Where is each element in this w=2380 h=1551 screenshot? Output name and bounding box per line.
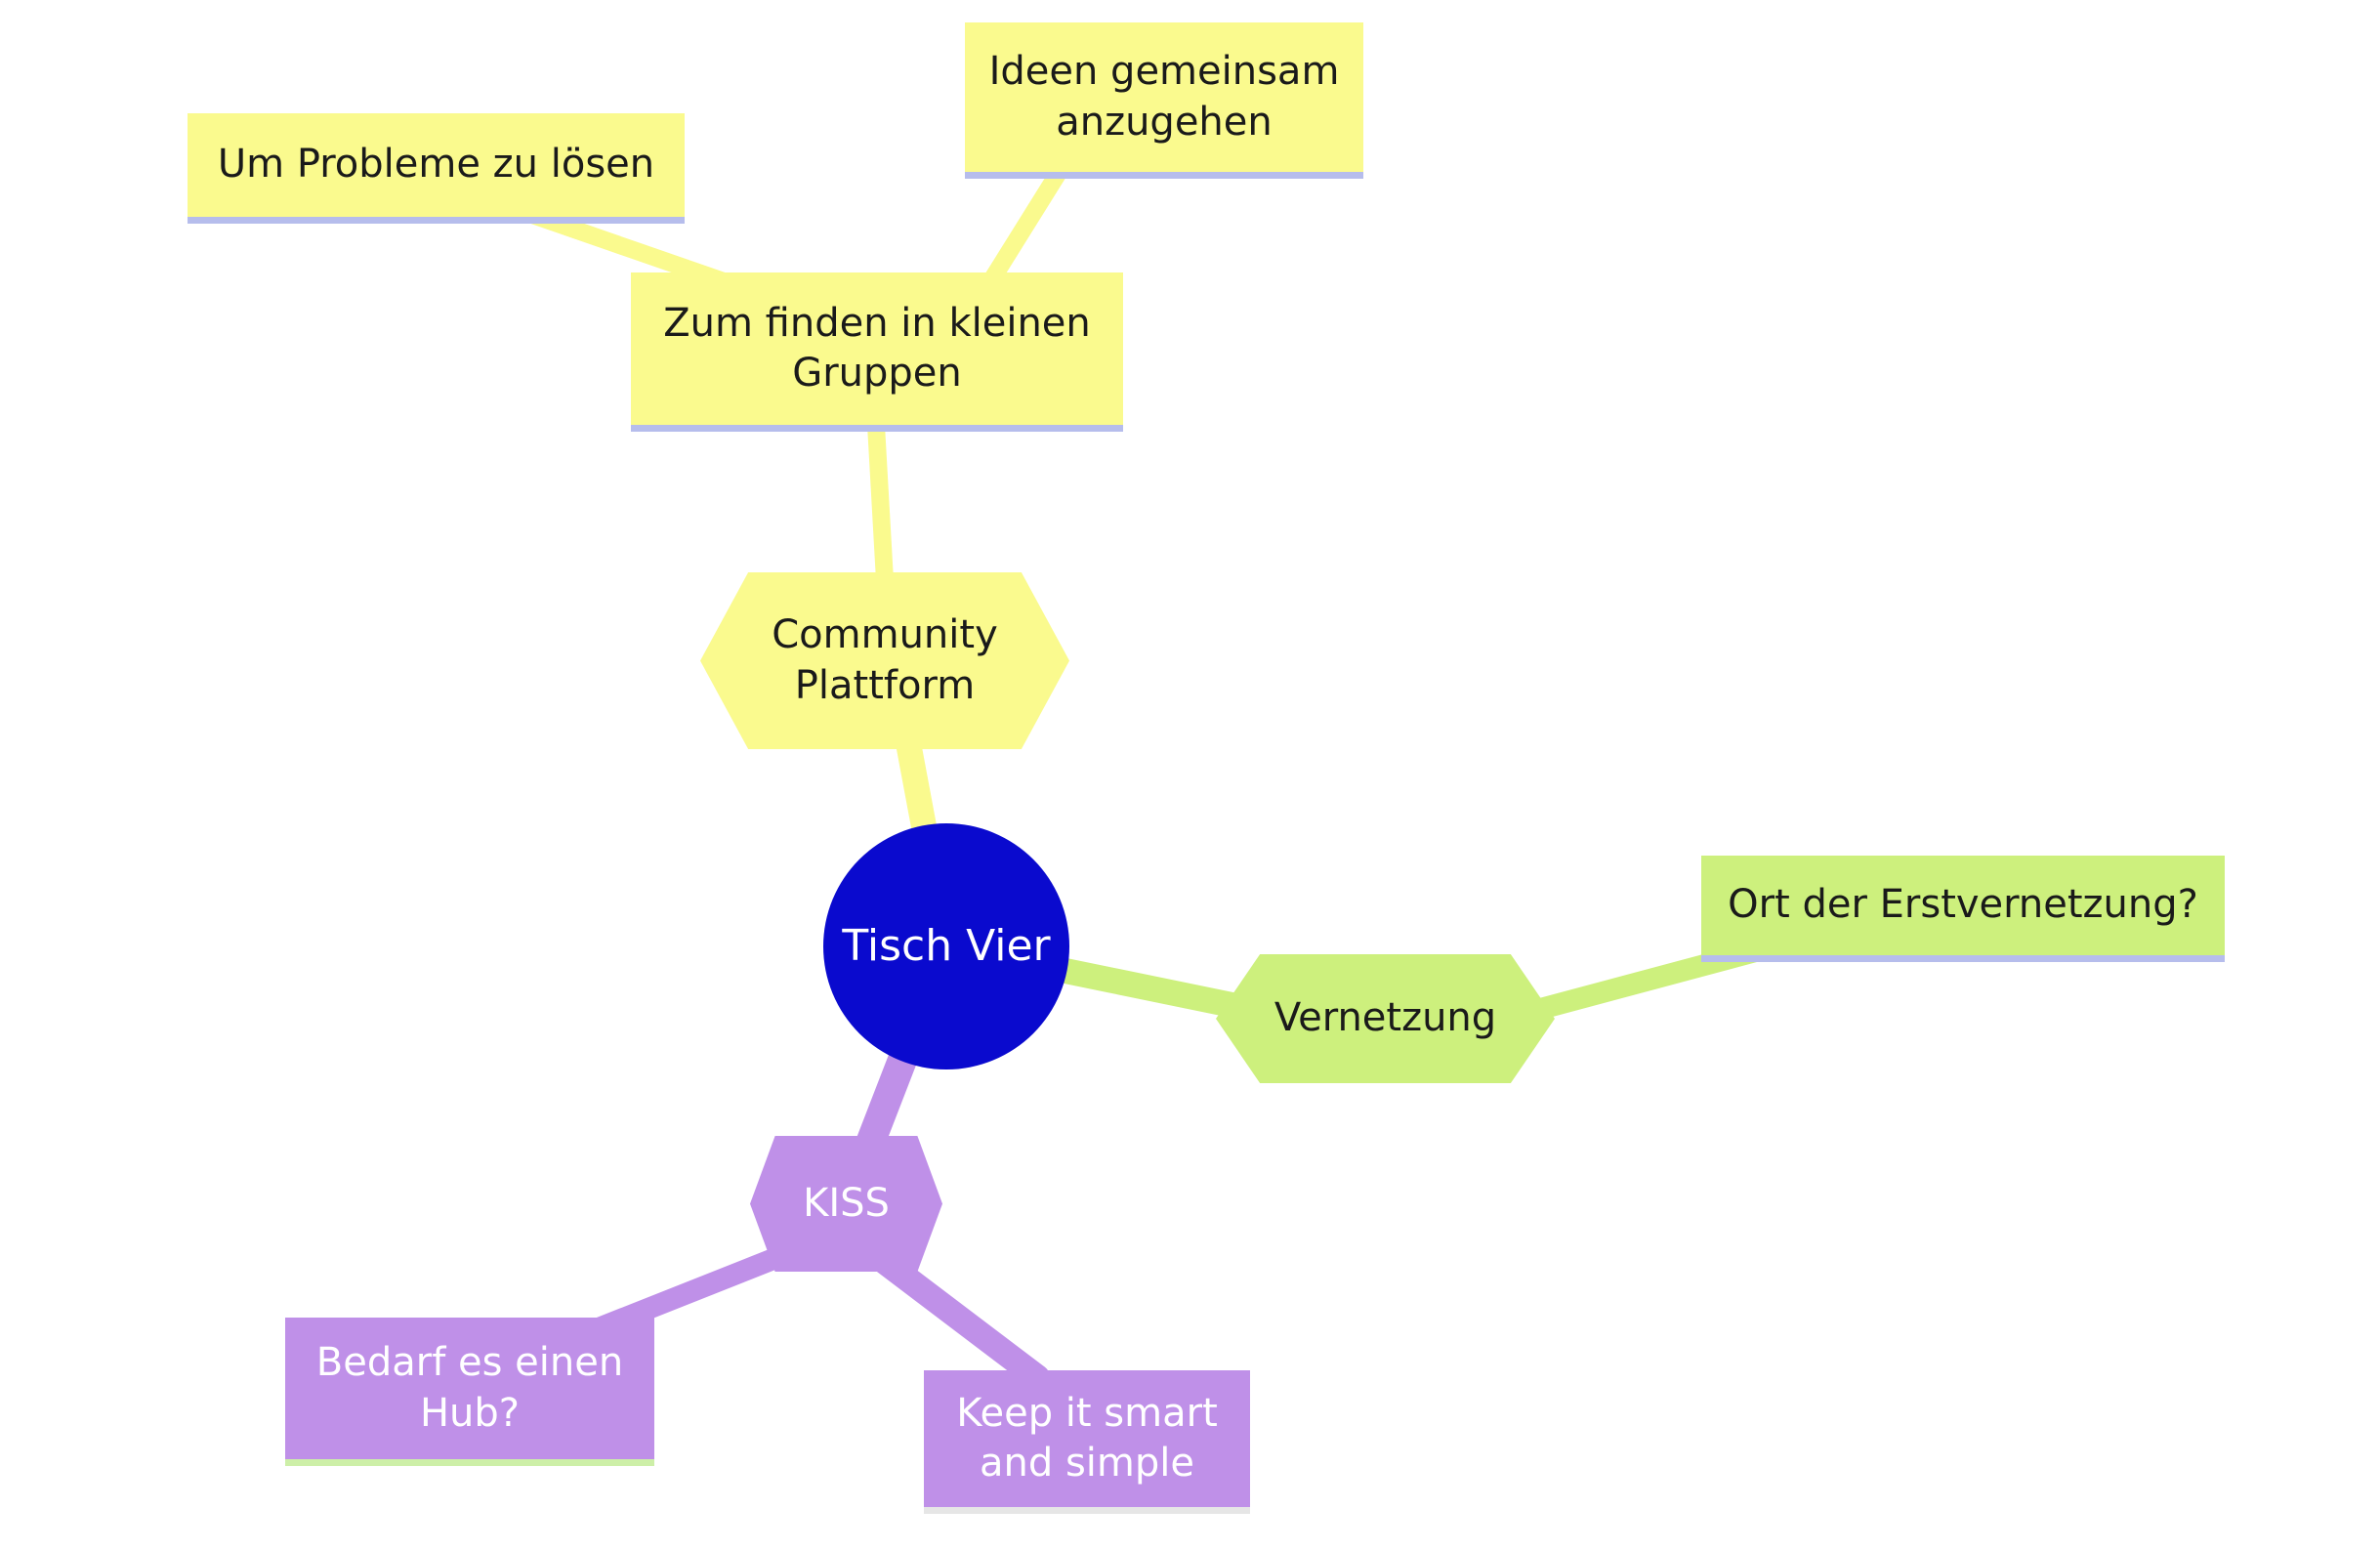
node-tisch-vier-label: Tisch Vier bbox=[842, 920, 1051, 971]
edge-zum-finden-community bbox=[867, 416, 895, 607]
node-ort-der-erstvernetzung-label: Ort der Erstvernetzung? bbox=[1728, 882, 2198, 928]
node-community-plattform[interactable]: Community Plattform bbox=[700, 572, 1069, 749]
node-um-probleme-label: Um Probleme zu lösen bbox=[217, 142, 655, 188]
node-vernetzung[interactable]: Vernetzung bbox=[1216, 954, 1555, 1083]
node-zum-finden[interactable]: Zum finden in kleinen Gruppen bbox=[631, 272, 1123, 432]
node-bedarf-hub-label: Bedarf es einen Hub? bbox=[315, 1340, 624, 1436]
edge-ideen-zum-finden bbox=[980, 162, 1068, 294]
node-keep-it-smart[interactable]: Keep it smart and simple bbox=[924, 1370, 1250, 1514]
node-keep-it-smart-label: Keep it smart and simple bbox=[956, 1390, 1218, 1486]
node-bedarf-hub[interactable]: Bedarf es einen Hub? bbox=[285, 1318, 654, 1466]
node-zum-finden-label: Zum finden in kleinen Gruppen bbox=[663, 300, 1091, 396]
node-um-probleme[interactable]: Um Probleme zu lösen bbox=[188, 113, 685, 224]
node-ort-der-erstvernetzung[interactable]: Ort der Erstvernetzung? bbox=[1701, 856, 2225, 962]
node-ideen-gemeinsam[interactable]: Ideen gemeinsam anzugehen bbox=[965, 22, 1363, 179]
edge-kiss-keep bbox=[859, 1239, 1050, 1390]
node-kiss-label: KISS bbox=[803, 1180, 890, 1226]
node-tisch-vier-root[interactable]: Tisch Vier bbox=[823, 823, 1069, 1069]
node-vernetzung-label: Vernetzung bbox=[1274, 995, 1497, 1041]
node-community-plattform-label: Community Plattform bbox=[772, 612, 998, 708]
node-kiss[interactable]: KISS bbox=[750, 1136, 942, 1272]
node-ideen-gemeinsam-label: Ideen gemeinsam anzugehen bbox=[988, 49, 1340, 145]
